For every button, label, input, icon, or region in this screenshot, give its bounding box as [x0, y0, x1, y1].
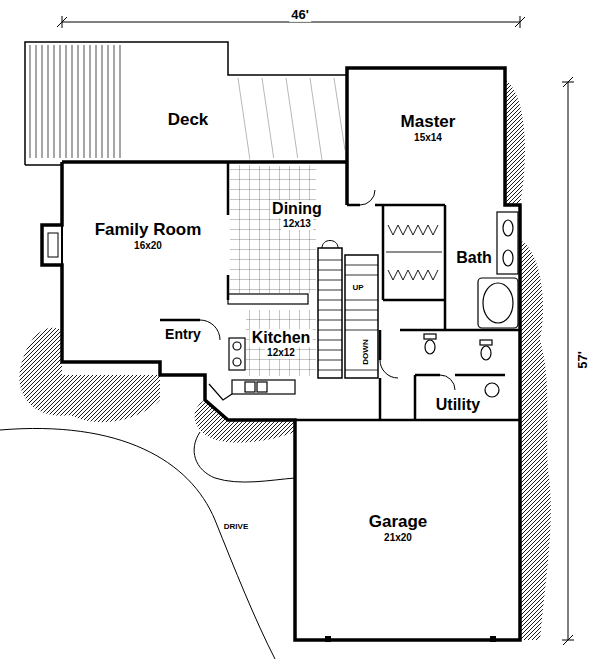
stair-flight — [345, 255, 378, 378]
sink — [257, 382, 267, 392]
shrub — [19, 328, 160, 422]
bath-fixtures — [424, 212, 518, 397]
window — [90, 162, 305, 362]
door-swing — [200, 320, 220, 340]
room-label: Dining12x13 — [270, 200, 324, 230]
tub — [478, 278, 518, 328]
deck-boards — [238, 78, 345, 160]
water-heater — [485, 383, 499, 397]
tile-floor — [230, 165, 316, 293]
deck-edge — [25, 42, 347, 165]
area-label: DRIVE — [222, 523, 250, 532]
dimension-line — [57, 16, 574, 645]
room-area: Kitchen12x12 — [228, 300, 318, 420]
room-name: Kitchen — [250, 329, 313, 347]
closet — [386, 225, 442, 280]
shrubs — [19, 80, 550, 640]
room-size: 12x12 — [265, 347, 297, 359]
walk-curve — [194, 432, 295, 482]
door-swing — [380, 360, 398, 378]
door-swing — [440, 375, 455, 390]
sink — [503, 220, 513, 236]
stair-tread — [318, 260, 342, 370]
shrub — [505, 80, 525, 205]
room-label: Deck — [166, 110, 211, 130]
room-name: Deck — [166, 110, 211, 130]
garage-area: Garage21x20 — [295, 420, 520, 640]
room-label: Family Room16x20 — [93, 220, 204, 251]
burner — [233, 358, 241, 366]
deck-boards — [30, 45, 120, 158]
dimension-line — [562, 77, 574, 645]
toilet-tank — [424, 334, 436, 339]
room-name: Family Room — [93, 220, 204, 240]
toilet — [481, 346, 491, 360]
room-size: 12x13 — [281, 218, 313, 230]
room-area: Family Room16x20 — [62, 162, 228, 362]
room-area: Dining12x13 — [228, 162, 378, 297]
stair-flight — [318, 248, 342, 378]
stair-label: UP — [350, 284, 365, 293]
closet-rod — [388, 270, 438, 280]
stair-tread — [345, 265, 378, 370]
room-area: Entry — [160, 320, 228, 362]
room-label: Garage21x20 — [367, 512, 430, 543]
room-name: Garage — [367, 512, 430, 532]
room-label: Bath — [454, 249, 494, 267]
vanity — [497, 212, 518, 274]
tub — [483, 283, 513, 323]
burner — [233, 342, 241, 350]
room-area: Bath — [445, 205, 520, 330]
dimension-label: 46' — [289, 8, 311, 22]
garage-post — [325, 636, 331, 642]
window — [90, 159, 305, 365]
deck-area: Deck — [25, 42, 228, 160]
door-swing — [360, 190, 375, 205]
room-area: Master15x14 — [347, 68, 505, 205]
deck-edge — [25, 164, 62, 166]
range — [229, 338, 245, 370]
closet-shelf — [386, 252, 442, 253]
room-label: Entry — [163, 326, 203, 342]
sink — [503, 250, 513, 266]
closet-rod — [388, 225, 438, 235]
toilet — [425, 340, 435, 354]
counter — [209, 384, 232, 400]
room-size: 16x20 — [132, 240, 164, 252]
interior-wall — [160, 162, 520, 420]
stairs — [318, 241, 378, 379]
sink — [245, 382, 255, 392]
counter — [232, 380, 295, 394]
stair-label: DOWN — [362, 337, 371, 366]
room-label: Utility — [434, 396, 482, 414]
dimension-label: 57' — [576, 349, 590, 371]
room-size: 15x14 — [412, 132, 444, 144]
room-name: Bath — [454, 249, 494, 267]
room-name: Entry — [163, 326, 203, 342]
room-area: Utility — [415, 378, 505, 420]
room-size: 21x20 — [382, 532, 414, 544]
door-swing — [200, 190, 455, 390]
bar-counter — [228, 294, 308, 304]
stair-newel — [322, 241, 338, 249]
drive-edge — [0, 428, 295, 659]
shrub — [520, 240, 551, 640]
garage-post — [490, 636, 496, 642]
room-label: Kitchen12x12 — [250, 329, 313, 359]
room-label: Master15x14 — [399, 112, 458, 143]
drive-curve — [0, 428, 275, 659]
fireplace — [48, 233, 58, 257]
toilet-tank — [480, 340, 492, 345]
tile-floor — [246, 310, 316, 376]
deck-outline — [25, 42, 347, 165]
fireplace — [42, 225, 62, 265]
kitchen-fixtures — [209, 294, 308, 400]
room-name: Dining — [270, 200, 324, 218]
room-name: Utility — [434, 396, 482, 414]
exterior-wall — [42, 68, 520, 640]
room-name: Master — [399, 112, 458, 132]
